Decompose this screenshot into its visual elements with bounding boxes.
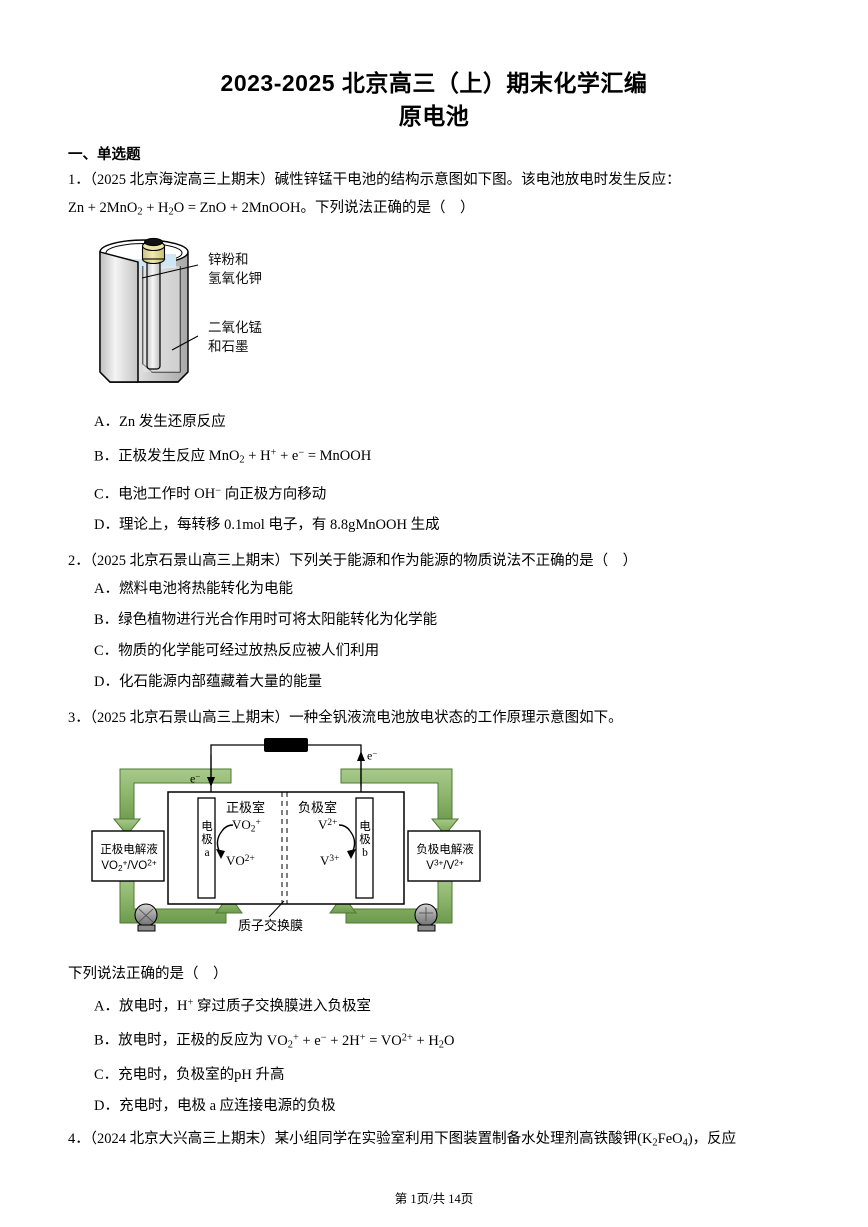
figure-dry-cell: 锌粉和 氢氧化钾 二氧化锰 和石墨 (86, 232, 386, 407)
question-4: 4．（2024 北京大兴高三上期末）某小组同学在实验室利用下图装置制备水处理剂高… (68, 1127, 800, 1156)
question-2-option-a-label: A． (94, 580, 119, 597)
question-2: 2．（2025 北京石景山高三上期末）下列关于能源和作为能源的物质说法不正确的是… (68, 549, 800, 698)
left-pump (134, 903, 158, 932)
species-v-2plus: V2+ (318, 816, 338, 832)
section-heading: 一、单选题 (68, 147, 141, 163)
dry-cell-svg (99, 237, 199, 383)
question-3-option-d-label: D． (94, 1098, 119, 1115)
membrane-label: 质子交换膜 (238, 917, 304, 933)
right-tank-label-line2: V3+/V2+ (426, 858, 464, 873)
right-tank-label: 负极电解液 V3+/V2+ (414, 843, 476, 873)
question-1-option-c-label: C． (94, 485, 119, 502)
question-4-stem: 4．（2024 北京大兴高三上期末）某小组同学在实验室利用下图装置制备水处理剂高… (68, 1131, 737, 1149)
dry-cell-label-zinc-line1: 锌粉和 (208, 251, 249, 267)
question-2-option-c-text: 物质的化学能可经过放热反应被人们利用 (118, 642, 380, 659)
left-chamber-label: 正极室 (226, 799, 266, 815)
question-3: 3．（2025 北京石景山高三上期末）一种全钒液流电池放电状态的工作原理示意图如… (68, 706, 800, 1122)
question-3-lead-in: 下列说法正确的是（ ） (68, 965, 228, 982)
page-footer: 第 1页/共 14页 (394, 1192, 474, 1206)
question-1-stem-line2: Zn + 2MnO2 + H2O = ZnO + 2MnOOH。下列说法正确的是… (68, 200, 475, 218)
question-1-option-c: C．电池工作时 OH− 向正极方向移动 (94, 485, 327, 502)
question-3-option-a: A．放电时，H+ 穿过质子交换膜进入负极室 (94, 997, 371, 1015)
electrode-b (355, 797, 374, 899)
species-vo-2plus: VO2+ (226, 852, 255, 868)
question-1: 1．（2025 北京海淀高三上期末）碱性锌锰干电池的结构示意图如下图。该电池放电… (68, 168, 800, 541)
electron-label-left: e− (190, 770, 201, 786)
question-2-stem: 2．（2025 北京石景山高三上期末）下列关于能源和作为能源的物质说法不正确的是… (68, 552, 638, 569)
species-v-3plus: V3+ (320, 852, 340, 868)
electron-arrow-right (357, 750, 365, 761)
flow-battery-svg (91, 737, 481, 932)
electron-label-right: e− (367, 747, 378, 763)
question-3-option-b-label: B． (94, 1032, 119, 1049)
dry-cell-label-mno2-line2: 和石墨 (208, 338, 249, 354)
electrode-a-name: a (204, 846, 210, 859)
question-3-option-a-label: A． (94, 998, 119, 1015)
dry-cell-label-zinc-line2: 氢氧化钾 (208, 270, 262, 286)
question-1-option-b-label: B． (94, 447, 119, 464)
question-1-stem-line1: 1．（2025 北京海淀高三上期末）碱性锌锰干电池的结构示意图如下图。该电池放电… (68, 172, 681, 188)
question-2-option-c: C．物质的化学能可经过放热反应被人们利用 (68, 636, 800, 667)
question-1-option-a: A．Zn 发生还原反应 (94, 413, 226, 430)
page-title: 2023-2025 北京高三（上）期末化学汇编 (220, 70, 648, 96)
question-2-option-b-text: 绿色植物进行光合作用时可将太阳能转化为化学能 (118, 611, 438, 628)
page-content: 2023-2025 北京高三（上）期末化学汇编 原电池 一、单选题 1．（202… (68, 0, 800, 1156)
left-electrolyte-tank (91, 830, 165, 882)
left-tank-label: 正极电解液 VO2+/VO2+ (98, 843, 160, 877)
page-subtitle: 原电池 (398, 103, 470, 129)
dry-cell-label-mno2-line1: 二氧化锰 (208, 319, 262, 335)
species-vo2-plus: VO2+ (232, 816, 261, 835)
right-pump (414, 903, 438, 932)
question-2-option-b: B．绿色植物进行光合作用时可将太阳能转化为化学能 (68, 605, 800, 636)
question-1-option-a-label: A． (94, 413, 119, 430)
question-3-option-b: B．放电时，正极的反应为 VO2+ + e− + 2H+ = VO2+ + H2… (94, 1032, 455, 1051)
electrode-b-name: b (362, 846, 368, 859)
question-2-option-a: A．燃料电池将热能转化为电能 (68, 574, 800, 605)
left-tank-label-line1: 正极电解液 (100, 843, 158, 856)
question-2-option-d: D．化石能源内部蕴藏着大量的能量 (68, 667, 800, 698)
question-2-option-c-label: C． (94, 642, 119, 659)
question-1-option-d: D．理论上，每转移 0.1mol 电子，有 8.8gMnOOH 生成 (94, 516, 440, 533)
right-tank-label-line1: 负极电解液 (416, 843, 474, 856)
left-tank-label-line2: VO2+/VO2+ (101, 858, 157, 874)
right-electrolyte-tank (407, 830, 481, 882)
question-3-option-d: D．充电时，电极 a 应连接电源的负极 (94, 1098, 336, 1115)
electrode-a (197, 797, 216, 899)
question-2-option-a-text: 燃料电池将热能转化为电能 (118, 580, 293, 597)
question-1-stem-line2-tail: 。下列说法正确的是（ ） (300, 200, 475, 216)
figure-vanadium-flow-battery: 正极电解液 VO2+/VO2+ 负极电解液 V3+/V2+ 正极室 负极室 电极… (86, 735, 486, 950)
load-resistor (264, 737, 308, 752)
question-3-option-c-label: C． (94, 1067, 119, 1084)
question-3-stem: 3．（2025 北京石景山高三上期末）一种全钒液流电池放电状态的工作原理示意图如… (68, 709, 623, 726)
question-1-option-d-label: D． (94, 516, 119, 533)
electron-arrow-left (207, 776, 215, 787)
question-3-option-c: C．充电时，负极室的pH 升高 (94, 1067, 285, 1084)
external-circuit-wire (210, 744, 362, 793)
dry-cell-label-mno2-graphite: 二氧化锰 和石墨 (208, 318, 262, 356)
dry-cell-label-zinc-powder-koh: 锌粉和 氢氧化钾 (208, 250, 262, 288)
question-2-option-d-label: D． (94, 673, 119, 690)
question-2-option-b-label: B． (94, 611, 119, 628)
question-1-option-b: B．正极发生反应 MnO2 + H+ + e− = MnOOH (94, 447, 372, 466)
right-chamber-label: 负极室 (298, 799, 338, 815)
question-2-option-d-text: 化石能源内部蕴藏着大量的能量 (118, 673, 322, 690)
